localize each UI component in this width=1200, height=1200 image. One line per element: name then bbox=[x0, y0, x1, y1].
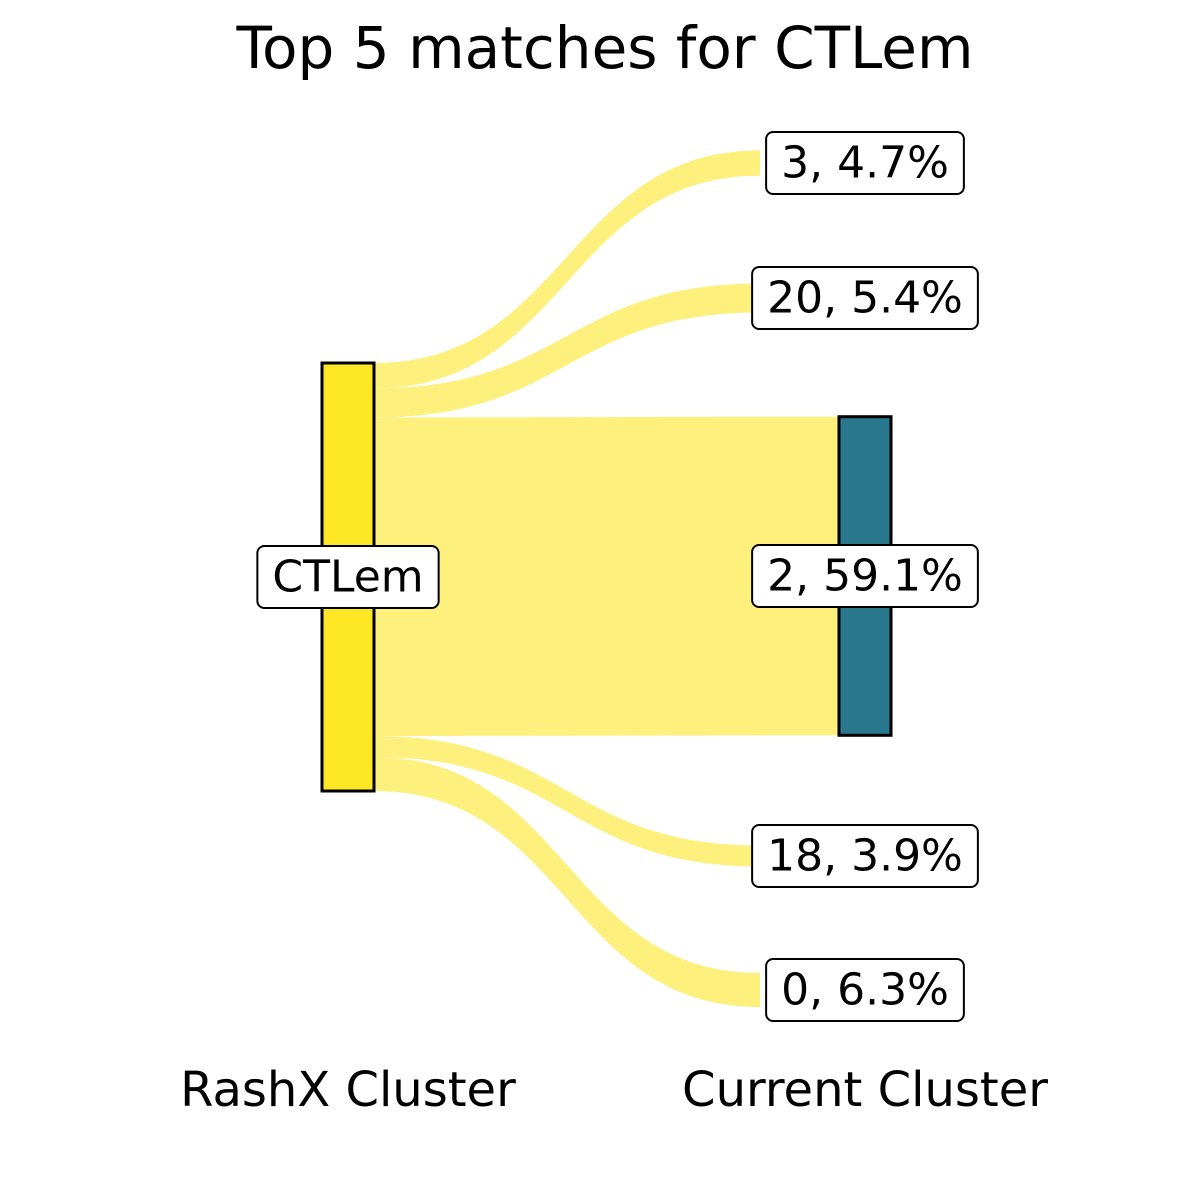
labels-layer: CTLem 3, 4.7% 20, 5.4% 2, 59.1% 18, 3.9% 0, 6… bbox=[256, 131, 979, 1022]
target-label-0-text: 0, 6.3% bbox=[781, 965, 949, 1016]
flows-layer bbox=[374, 150, 839, 1007]
target-label-18-box bbox=[751, 824, 979, 888]
target-label-2-box bbox=[751, 544, 979, 608]
source-label-text: CTLem bbox=[272, 552, 423, 603]
source-axis-label: RashX Cluster bbox=[180, 1062, 516, 1118]
target-label-0-box bbox=[765, 958, 965, 1022]
target-label-18-text: 18, 3.9% bbox=[767, 831, 963, 882]
target-label-20-box bbox=[751, 266, 979, 330]
target-axis-label: Current Cluster bbox=[682, 1062, 1048, 1118]
target-label-2-text: 2, 59.1% bbox=[767, 551, 963, 602]
flow-to-2 bbox=[374, 416, 839, 737]
target-label-3-text: 3, 4.7% bbox=[781, 138, 949, 189]
flow-to-0 bbox=[374, 757, 760, 1007]
target-label-20-text: 20, 5.4% bbox=[767, 273, 963, 324]
target-label-2: 2, 59.1% bbox=[751, 544, 979, 608]
source-label: CTLem bbox=[256, 545, 440, 609]
flow-to-20 bbox=[374, 283, 760, 418]
flow-to-18 bbox=[374, 736, 760, 867]
flow-to-3 bbox=[374, 150, 760, 389]
chart-title: Top 5 matches for CTLem bbox=[235, 14, 973, 82]
target-label-3-box bbox=[765, 131, 965, 195]
target-label-0: 0, 6.3% bbox=[765, 958, 965, 1022]
target-label-18: 18, 3.9% bbox=[751, 824, 979, 888]
target-label-20: 20, 5.4% bbox=[751, 266, 979, 330]
source-label-box bbox=[256, 545, 440, 609]
target-label-3: 3, 4.7% bbox=[765, 131, 965, 195]
